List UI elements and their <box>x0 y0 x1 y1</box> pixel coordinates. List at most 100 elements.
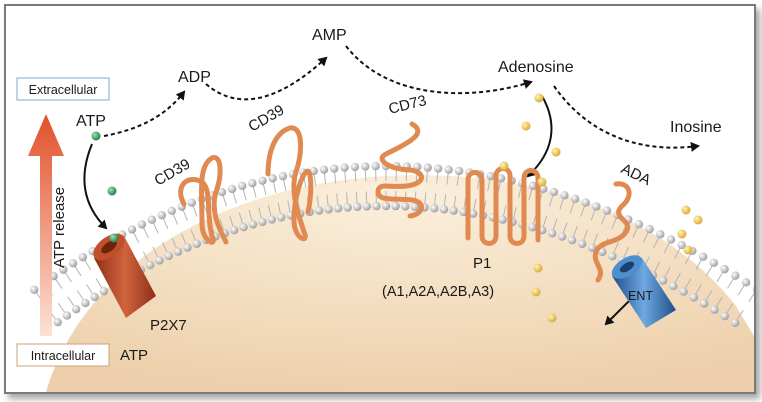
lipid-head <box>267 215 277 224</box>
figure-frame: ATP release Extracellular Intracellular <box>4 4 756 394</box>
lipid-head <box>669 281 678 291</box>
lipid-head <box>314 206 324 215</box>
lipid-head <box>469 209 478 218</box>
atp-top-label: ATP <box>76 113 106 130</box>
lipid-head <box>752 286 754 293</box>
lipid-head <box>608 251 617 261</box>
lipid-head <box>324 205 333 214</box>
lipid-head <box>230 225 239 235</box>
lipid-head <box>720 264 729 274</box>
lipid-head <box>547 229 557 238</box>
lipid-head <box>656 230 665 239</box>
lipid-head <box>391 201 400 211</box>
lipid-head <box>730 318 740 327</box>
lipid-head <box>401 202 410 211</box>
lipid-head <box>720 311 729 321</box>
lipid-head <box>353 202 362 212</box>
adenosine-label: Adenosine <box>498 59 574 76</box>
lipid-head <box>498 215 507 224</box>
atp-to-p2x7-arrow <box>83 143 108 230</box>
lipid-head <box>330 164 339 173</box>
lipid-head <box>248 178 257 188</box>
lipid-head <box>439 205 449 214</box>
adp-label: ADP <box>178 69 211 86</box>
lipid-head <box>433 164 443 173</box>
lipid-head <box>187 198 196 207</box>
lipid-head <box>666 235 676 244</box>
lipid-head <box>361 162 370 171</box>
lipid-head <box>699 299 709 308</box>
p1-label: P1 <box>473 255 491 272</box>
lipid-head <box>567 235 577 245</box>
lipid-head <box>560 191 569 200</box>
lipid-head <box>157 210 166 220</box>
lipid-head <box>698 252 708 261</box>
lipid-head <box>528 181 537 191</box>
lipid-head <box>145 260 155 270</box>
pathway-diagram: ATP release Extracellular Intracellular <box>16 27 754 392</box>
amp-to-adenosine-arrow <box>345 45 533 95</box>
lipid-head <box>137 220 147 229</box>
lipid-head <box>59 265 68 274</box>
lipid-head <box>340 163 349 172</box>
lipid-head <box>381 201 391 211</box>
lipid-head <box>689 293 699 302</box>
lipid-head <box>62 311 72 320</box>
adp-to-amp-arrow <box>205 56 328 101</box>
lipid-head <box>258 217 267 227</box>
cd73-protein <box>375 121 424 219</box>
lipid-head <box>677 240 686 250</box>
atp-release-label: ATP release <box>51 187 68 268</box>
lipid-head <box>155 256 164 265</box>
lipid-head <box>658 276 668 285</box>
lipid-head <box>539 184 548 194</box>
cd39-protein-1 <box>178 155 229 245</box>
ent-label: ENT <box>628 289 653 303</box>
lipid-head <box>127 225 137 234</box>
atp-bottom-label: ATP <box>120 347 148 364</box>
intracellular-box <box>16 343 110 367</box>
lipid-head <box>741 278 751 287</box>
lipid-head <box>454 166 464 176</box>
lipid-head <box>486 171 495 181</box>
lipid-head <box>634 220 644 229</box>
cd73-label: CD73 <box>387 92 428 118</box>
lipid-head <box>237 181 247 191</box>
lipid-head <box>333 204 343 213</box>
lipid-head <box>410 202 420 212</box>
lipid-head <box>277 213 286 222</box>
lipid-head <box>679 287 688 296</box>
lipid-head <box>731 271 740 280</box>
extracellular-label: Extracellular <box>29 83 98 97</box>
lipid-head <box>239 222 248 232</box>
atp-molecules <box>91 131 119 243</box>
lipid-head <box>30 285 39 295</box>
lipid-head <box>528 223 537 232</box>
atp-to-adp-arrow <box>103 90 186 137</box>
lipid-head <box>709 258 719 268</box>
lipid-head <box>372 201 381 211</box>
inosine-label: Inosine <box>670 119 722 136</box>
lipid-head <box>167 206 176 216</box>
lipid-head <box>557 232 567 241</box>
lipid-head <box>598 247 607 257</box>
lipid-head <box>581 198 590 207</box>
cd39-label-1: CD39 <box>152 156 194 190</box>
lipid-head <box>90 292 99 302</box>
up-arrow-icon <box>28 114 64 336</box>
lipid-head <box>362 202 372 211</box>
lipid-head <box>192 239 201 248</box>
lipid-head <box>602 206 612 215</box>
lipid-head <box>592 202 601 211</box>
lipid-head <box>423 163 432 172</box>
lipid-head <box>350 162 360 172</box>
adenosine-to-p1-arrow <box>526 95 553 178</box>
lipid-head <box>549 187 559 197</box>
lipid-head <box>81 298 90 308</box>
lipid-head <box>570 194 580 204</box>
lipid-head <box>147 215 157 224</box>
lipid-head <box>258 176 267 185</box>
lipid-head <box>248 220 258 229</box>
p2x7-label: P2X7 <box>150 317 187 334</box>
adenosine-molecules <box>499 93 703 323</box>
